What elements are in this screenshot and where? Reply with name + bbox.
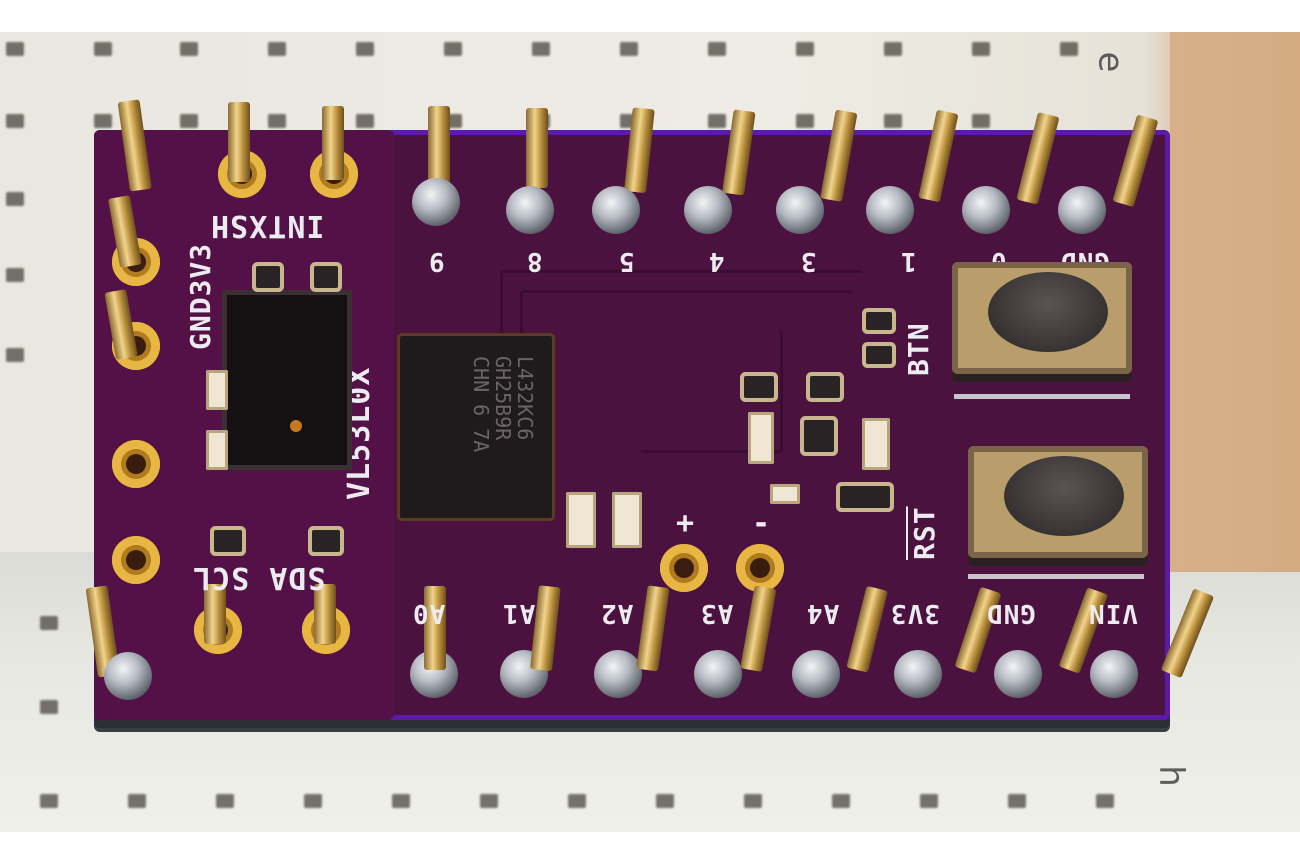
header-pin bbox=[526, 108, 548, 188]
vl53l0x-sensor bbox=[222, 290, 352, 470]
smd-component bbox=[866, 312, 892, 330]
header-pin bbox=[204, 584, 226, 644]
pcb-trace bbox=[520, 290, 853, 363]
solder-joint bbox=[776, 186, 824, 234]
smd-component bbox=[612, 492, 642, 548]
solder-joint bbox=[684, 186, 732, 234]
pin-label: A1 bbox=[502, 598, 536, 628]
wooden-surface bbox=[1170, 32, 1300, 572]
header-pin bbox=[314, 584, 336, 644]
pin-label-gnd: GND bbox=[184, 296, 217, 350]
solder-joint bbox=[962, 186, 1010, 234]
sensor-emitter bbox=[290, 420, 302, 432]
header-pad bbox=[112, 536, 160, 584]
smd-component bbox=[744, 376, 774, 398]
header-pin bbox=[228, 102, 250, 182]
reset-button[interactable] bbox=[968, 446, 1148, 558]
silk-outline bbox=[968, 574, 1144, 579]
solder-joint bbox=[104, 652, 152, 700]
mcu-marking: L432KC6 GH25B9R CHN 6 7A bbox=[469, 356, 537, 453]
pin-label: 9 bbox=[428, 246, 445, 276]
smd-component bbox=[206, 430, 228, 470]
smd-component bbox=[214, 530, 242, 552]
solder-joint bbox=[506, 186, 554, 234]
header-pin bbox=[424, 586, 446, 670]
button-cap[interactable] bbox=[988, 272, 1108, 352]
battery-pad-positive bbox=[660, 544, 708, 592]
pin-label: 5 bbox=[618, 246, 635, 276]
pin-label: 3 bbox=[800, 246, 817, 276]
pin-label-xsh: XSH bbox=[210, 208, 268, 243]
pin-label: 8 bbox=[526, 246, 543, 276]
pin-label-scl: SCL bbox=[192, 560, 250, 595]
battery-label-minus: - bbox=[752, 506, 772, 541]
label-gnd-3v3: GND3V3 bbox=[184, 243, 217, 350]
pcb-trace bbox=[500, 270, 863, 353]
pin-label: 4 bbox=[708, 246, 725, 276]
battery-label-plus: + bbox=[676, 506, 696, 541]
label-xsh-int: INTXSH bbox=[210, 208, 324, 243]
solder-joint bbox=[592, 186, 640, 234]
button-label-rst: RST bbox=[908, 506, 941, 560]
smd-component bbox=[312, 530, 340, 552]
header-pad bbox=[112, 440, 160, 488]
breadboard-row-letter: h bbox=[1150, 765, 1191, 787]
smd-component bbox=[314, 266, 338, 288]
led-component bbox=[770, 484, 800, 504]
smd-component bbox=[748, 412, 774, 464]
silk-outline bbox=[954, 394, 1130, 399]
solder-joint bbox=[792, 650, 840, 698]
smd-component bbox=[862, 418, 890, 470]
pin-label-int: INT bbox=[267, 208, 325, 243]
label-sda-scl: SDA SCL bbox=[192, 560, 325, 595]
solder-joint bbox=[694, 650, 742, 698]
pin-label: 3V3 bbox=[890, 598, 940, 628]
solder-joint bbox=[994, 650, 1042, 698]
smd-component bbox=[256, 266, 280, 288]
pin-label: 1 bbox=[900, 246, 917, 276]
solder-joint bbox=[594, 650, 642, 698]
pin-label: A0 bbox=[412, 598, 446, 628]
mcu-chip bbox=[400, 336, 552, 518]
solder-joint bbox=[866, 186, 914, 234]
button-cap[interactable] bbox=[1004, 456, 1124, 536]
header-pin bbox=[322, 106, 344, 180]
user-button[interactable] bbox=[952, 262, 1132, 374]
solder-joint bbox=[412, 178, 460, 226]
header-pin bbox=[428, 106, 450, 186]
smd-component bbox=[840, 486, 890, 508]
pin-label-3v3: 3V3 bbox=[184, 242, 217, 297]
solder-joint bbox=[1058, 186, 1106, 234]
pin-label: GND bbox=[986, 598, 1036, 628]
pin-label: A4 bbox=[806, 598, 840, 628]
button-label-btn: BTN bbox=[902, 322, 935, 376]
smd-component bbox=[566, 492, 596, 548]
pin-label: A3 bbox=[700, 598, 734, 628]
battery-pad-negative bbox=[736, 544, 784, 592]
breadboard-row-letter: e bbox=[1090, 51, 1131, 73]
solder-joint bbox=[894, 650, 942, 698]
pin-label-sda: SDA bbox=[268, 560, 326, 595]
smd-component bbox=[866, 346, 892, 364]
pin-label: A2 bbox=[600, 598, 634, 628]
smd-component bbox=[206, 370, 228, 410]
solder-joint bbox=[1090, 650, 1138, 698]
pcb-trace bbox=[640, 330, 783, 453]
smd-component bbox=[810, 376, 840, 398]
pin-label: VIN bbox=[1088, 598, 1138, 628]
smd-component bbox=[804, 420, 834, 452]
